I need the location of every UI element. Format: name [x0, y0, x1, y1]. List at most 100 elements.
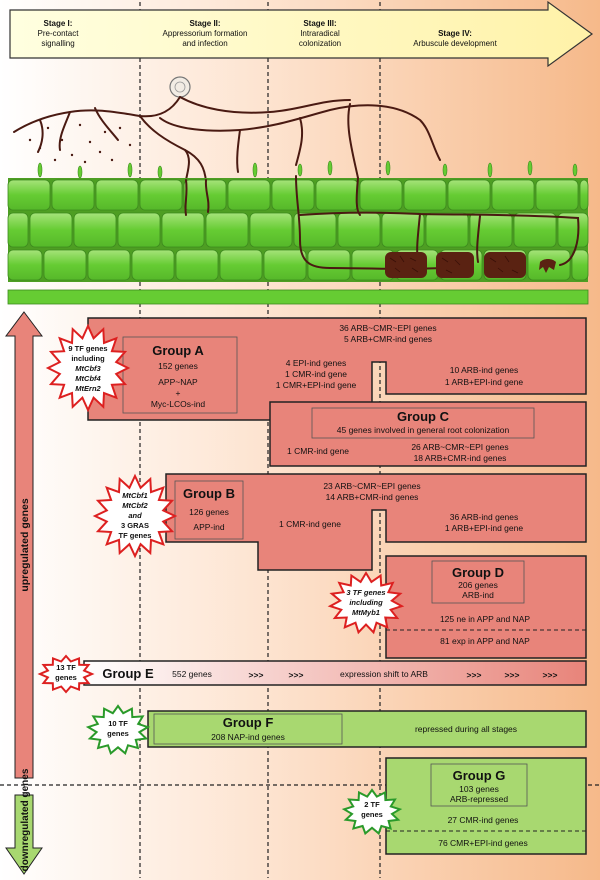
group-c-r2: 18 ARB+CMR-ind genes — [414, 453, 507, 463]
group-d-count: 206 genes — [458, 580, 498, 590]
group-b-right2: 1 ARB+EPI-ind gene — [445, 523, 523, 533]
group-g-count: 103 genes — [459, 784, 499, 794]
root-cell — [579, 179, 589, 211]
group-g-sub2: 76 CMR+EPI-ind genes — [438, 838, 528, 848]
root-cell — [219, 249, 263, 281]
root-cell — [513, 212, 557, 248]
root-cell — [557, 212, 589, 248]
hyphae — [13, 96, 441, 183]
group-e-arrows-2: >>> — [289, 670, 304, 680]
downregulated-arrow — [5, 794, 43, 875]
group-f-burst-l2: genes — [107, 729, 129, 738]
root-cell — [263, 249, 307, 281]
upregulated-label: upregulated genes — [19, 498, 31, 592]
group-e-burst-l1: 13 TF — [56, 663, 76, 672]
root-cell — [535, 179, 579, 211]
group-a-mid2: 1 CMR-ind gene — [285, 369, 347, 379]
group-e-arrows-4: >>> — [505, 670, 520, 680]
root-cell — [161, 212, 205, 248]
group-a-l2: + — [176, 388, 181, 398]
upregulated-arrow — [5, 311, 43, 779]
root-hairs — [37, 160, 578, 179]
group-b-count: 126 genes — [189, 507, 229, 517]
group-a-right1: 10 ARB-ind genes — [450, 365, 519, 375]
group-f-box — [153, 713, 343, 745]
group-g-box — [430, 763, 528, 807]
group-b-title: Group B — [183, 486, 235, 501]
root-cell — [7, 249, 43, 281]
group-a-block — [87, 317, 587, 421]
root-cell — [315, 179, 359, 211]
group-e-burst-l2: genes — [55, 673, 77, 682]
root-cell — [491, 179, 535, 211]
group-d-box — [431, 560, 525, 604]
vascular-band — [7, 289, 589, 305]
signal-dots — [28, 123, 132, 164]
root-cell — [307, 249, 351, 281]
group-g-burst-l1: 2 TF — [364, 800, 380, 809]
group-a-tf-burst — [45, 323, 131, 413]
root-cell — [227, 179, 271, 211]
group-a-top2: 5 ARB+CMR-ind genes — [344, 334, 432, 344]
group-d-burst-l3: MtMyb1 — [352, 608, 380, 617]
group-b-right1: 36 ARB-ind genes — [450, 512, 519, 522]
group-b-top1: 23 ARB~CMR~EPI genes — [323, 481, 420, 491]
root-cell — [95, 179, 139, 211]
group-b-l1: APP-ind — [193, 522, 224, 532]
group-c-block — [269, 401, 587, 467]
group-d-burst-l2: including — [349, 598, 383, 607]
group-b-burst-l2: MtCbf2 — [122, 501, 148, 510]
group-g-tf-burst — [341, 788, 403, 836]
stage1-desc2: signalling — [41, 39, 74, 48]
group-g-sub1: 27 CMR-ind genes — [448, 815, 519, 825]
group-f-block — [147, 710, 587, 748]
stage3-desc2: colonization — [299, 39, 341, 48]
group-a-box — [122, 336, 238, 414]
root-cell — [205, 212, 249, 248]
root-cell — [7, 179, 51, 211]
downregulated-label: downregulated genes — [20, 768, 31, 871]
stage1-title: Stage I: — [44, 19, 73, 28]
root-cells — [7, 179, 589, 281]
group-g-l1: ARB-repressed — [450, 794, 508, 804]
group-b-tf-burst — [92, 473, 178, 559]
stage2-title: Stage II: — [189, 19, 220, 28]
group-e-arrows-5: >>> — [543, 670, 558, 680]
group-e-tf-burst — [37, 654, 95, 694]
group-d-block — [385, 555, 587, 659]
group-a-l1: APP~NAP — [158, 377, 198, 387]
root-cell — [359, 179, 403, 211]
group-a-mid1: 4 EPI-ind genes — [286, 358, 346, 368]
stage3-title: Stage III: — [303, 19, 336, 28]
root-cell — [337, 212, 381, 248]
spore — [169, 76, 191, 98]
group-g-burst-l2: genes — [361, 810, 383, 819]
root-cell — [139, 179, 183, 211]
arbuscule-small — [539, 259, 556, 273]
stage3-desc: Intraradical — [300, 29, 340, 38]
group-a-l3: Myc-LCOs-ind — [151, 399, 206, 409]
group-c-subtitle: 45 genes involved in general root coloni… — [337, 425, 510, 435]
root-cell — [7, 212, 29, 248]
group-e-block — [83, 660, 587, 686]
root-cell — [29, 212, 73, 248]
group-e-arrows-3: >>> — [467, 670, 482, 680]
group-e-text: expression shift to ARB — [340, 669, 428, 679]
root-cell — [571, 249, 589, 281]
group-f-count: 208 NAP-ind genes — [211, 732, 285, 742]
group-b-mid: 1 CMR-ind gene — [279, 519, 341, 529]
root-cell — [403, 179, 447, 211]
group-b-top2: 14 ARB+CMR-ind genes — [326, 492, 419, 502]
root-cell — [271, 179, 315, 211]
group-c-left: 1 CMR-ind gene — [287, 446, 349, 456]
group-b-block — [165, 473, 587, 571]
arbuscules — [385, 252, 526, 278]
group-e-arrows-1: >>> — [249, 670, 264, 680]
stage4-title: Stage IV: — [438, 29, 472, 38]
stage4-desc: Arbuscule development — [413, 39, 497, 48]
group-a-burst-l3: MtCbf3 — [75, 364, 101, 373]
group-f-burst-l1: 10 TF — [108, 719, 128, 728]
group-d-sub2: 81 exp in APP and NAP — [440, 636, 530, 646]
root-cell — [131, 249, 175, 281]
